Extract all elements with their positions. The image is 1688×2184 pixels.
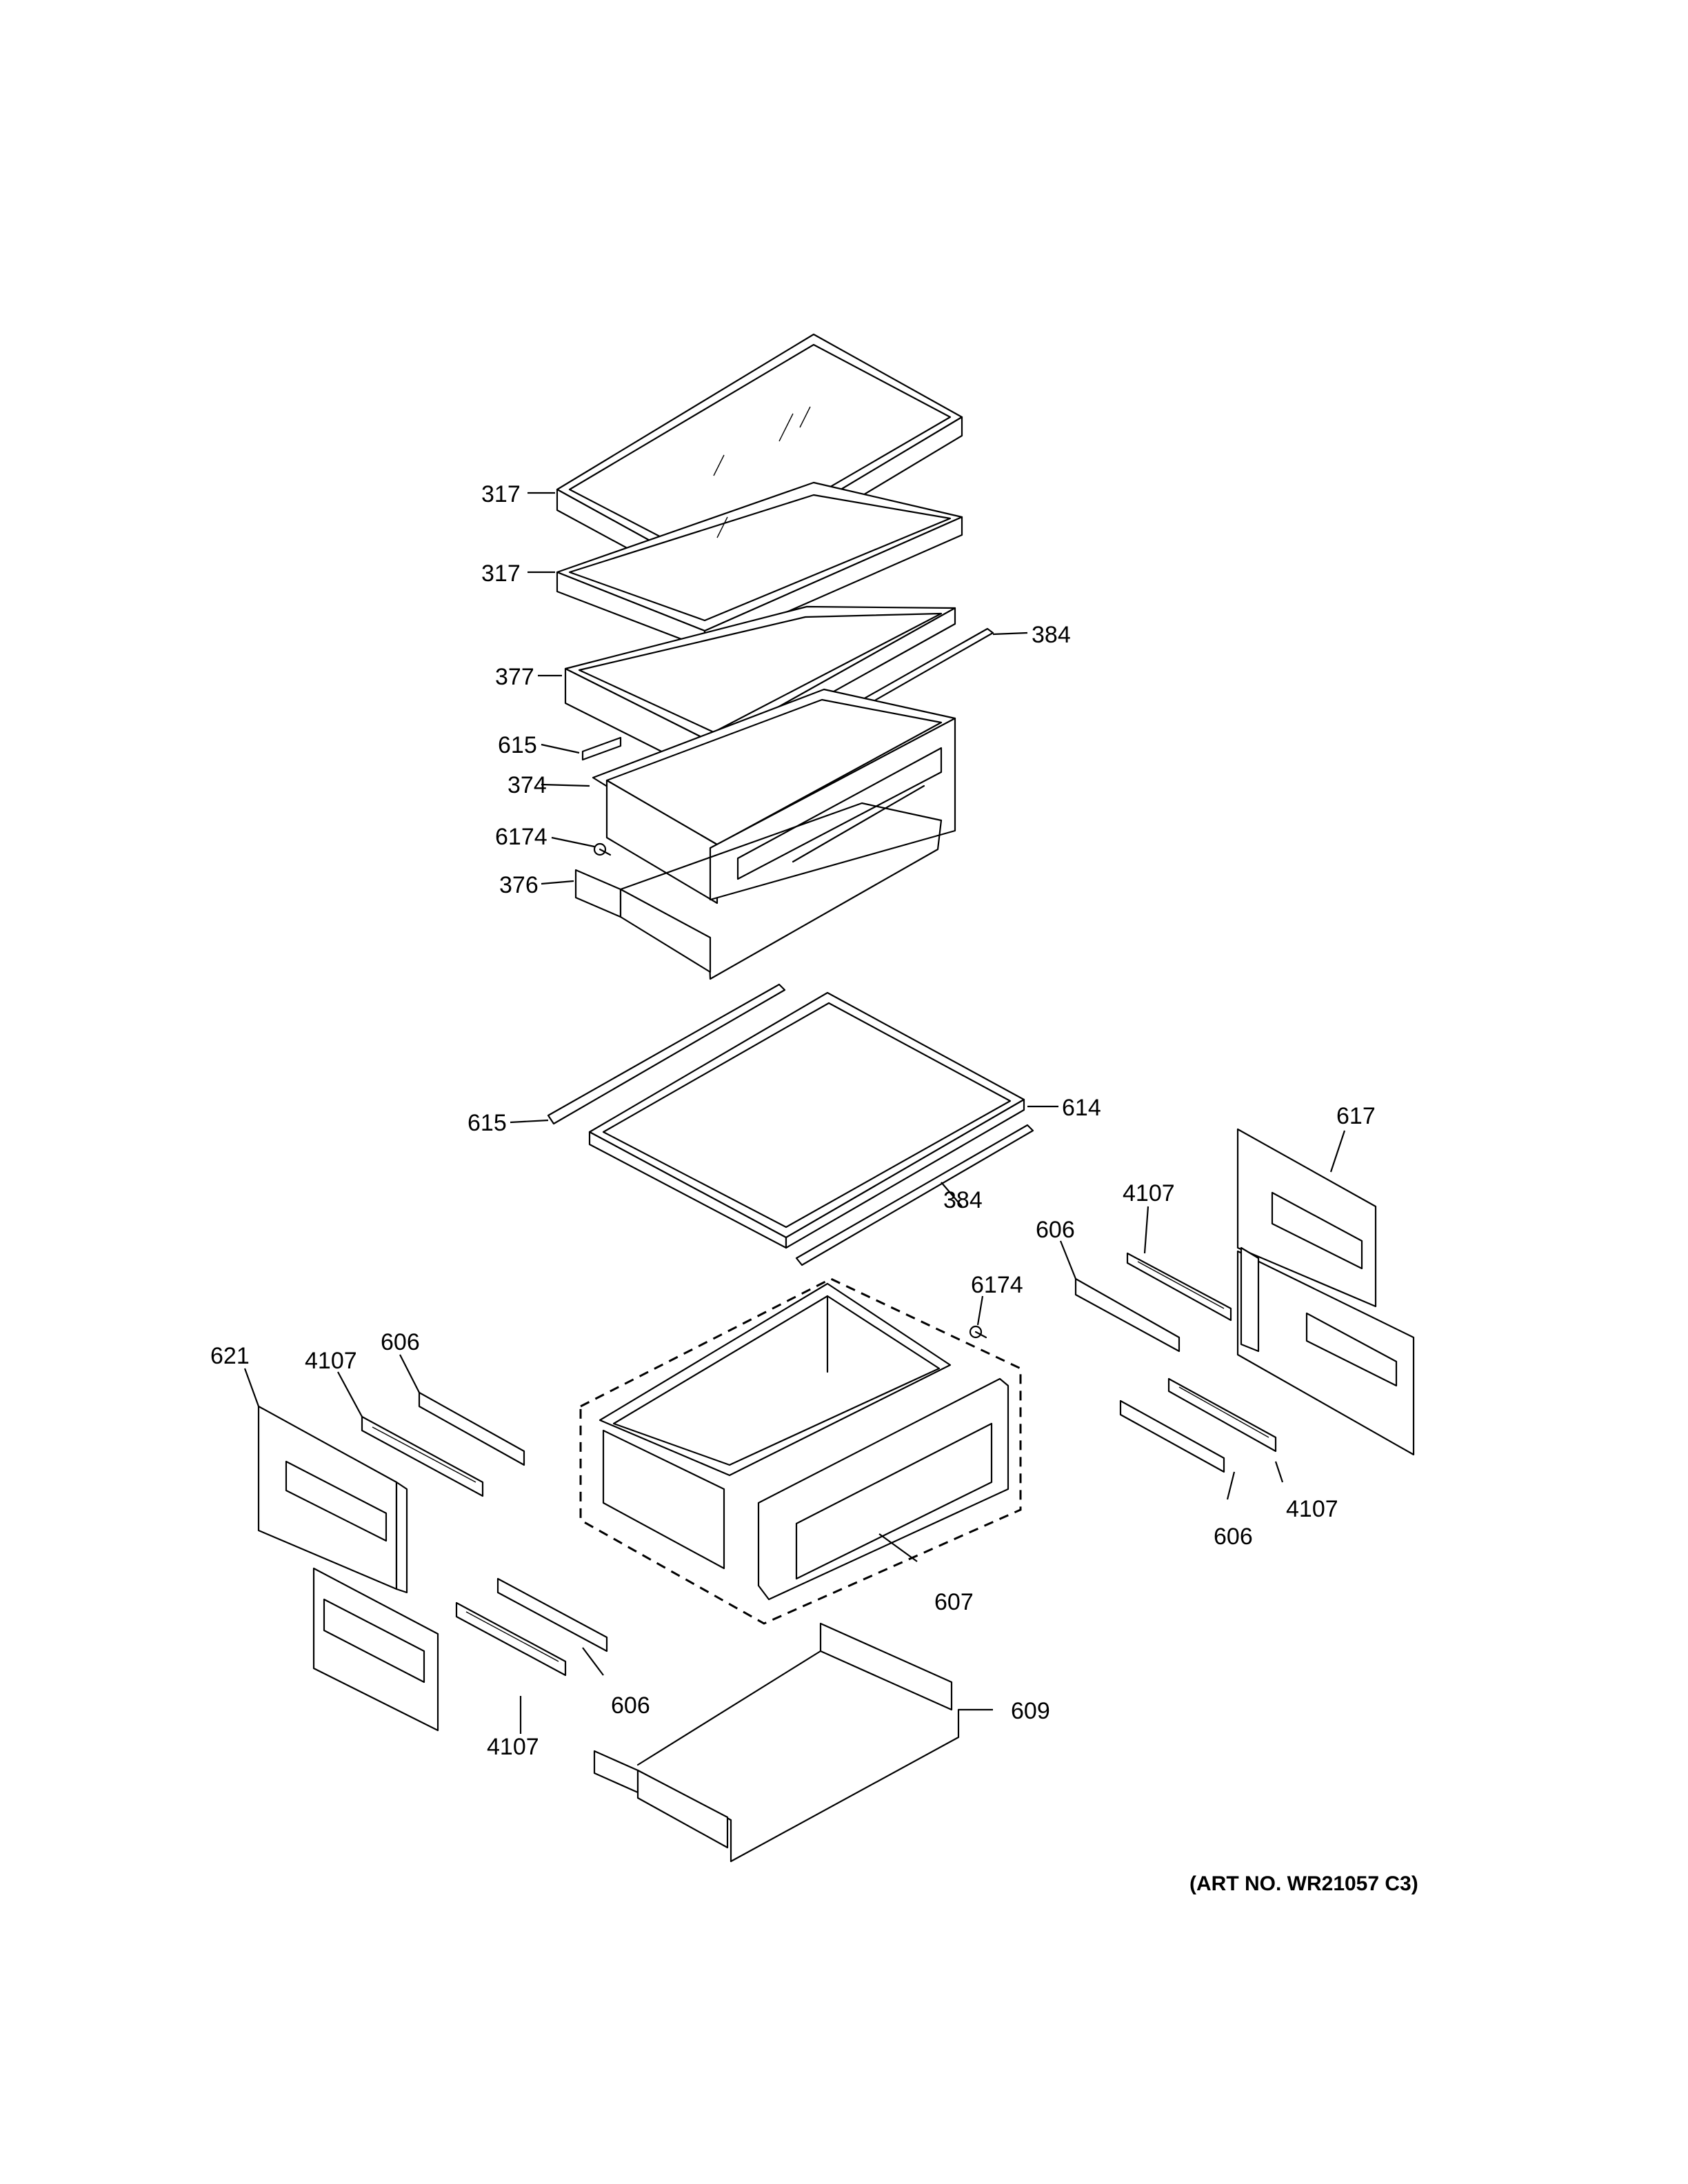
callout-374: 374	[508, 772, 547, 798]
callout-615b: 615	[468, 1110, 507, 1136]
part-6174-lower-screw	[969, 1325, 987, 1339]
callout-617: 617	[1336, 1103, 1376, 1129]
part-384-lower-rail	[795, 1124, 1034, 1266]
part-374-crisper-drawer	[592, 688, 956, 904]
part-615-side-rail	[547, 983, 786, 1125]
part-4107-left-lower-slide	[455, 1601, 567, 1677]
part-606-left-lower-rail	[496, 1577, 608, 1652]
callout-4107b: 4107	[305, 1348, 357, 1374]
callout-4107a: 4107	[1123, 1180, 1175, 1206]
callout-614: 614	[1062, 1095, 1101, 1121]
art-number: (ART NO. WR21057 C3)	[1189, 1872, 1418, 1895]
part-614-glass-shelf	[588, 991, 1025, 1249]
callout-607: 607	[934, 1589, 974, 1615]
callout-621: 621	[210, 1343, 250, 1369]
part-4107-right-upper-slide	[1126, 1252, 1232, 1322]
callout-615a: 615	[498, 732, 537, 758]
part-6174-upper-screw	[593, 842, 612, 856]
callout-609: 609	[1011, 1698, 1050, 1724]
part-376-drawer-frame	[574, 802, 943, 980]
part-317-lower-shelf	[556, 481, 963, 649]
callout-606c: 606	[1214, 1524, 1253, 1550]
callout-4107c: 4107	[1286, 1496, 1338, 1522]
callout-606b: 606	[381, 1329, 420, 1355]
callout-377: 377	[495, 664, 534, 690]
part-607-crisper-assembly	[579, 1277, 1022, 1625]
callout-4107d: 4107	[487, 1734, 539, 1760]
callout-317a: 317	[481, 481, 521, 507]
part-606-right-lower-rail	[1119, 1399, 1225, 1473]
part-621-left-panel	[257, 1405, 439, 1732]
part-609-lower-drawer-frame	[593, 1622, 960, 1863]
part-615-upper-bracket	[581, 736, 622, 761]
callout-376: 376	[499, 872, 539, 898]
part-617-right-panel	[1236, 1128, 1415, 1456]
callout-6174a: 6174	[495, 824, 547, 850]
callout-606a: 606	[1036, 1217, 1075, 1243]
callout-317b: 317	[481, 560, 521, 587]
callout-labels: 317 317 384 377 615 374 6174 376 615 614…	[210, 481, 1376, 1760]
part-606-right-upper-rail	[1074, 1277, 1180, 1353]
part-606-left-upper-rail	[418, 1391, 525, 1466]
callout-6174b: 6174	[971, 1272, 1023, 1298]
part-4107-left-upper-slide	[361, 1415, 484, 1497]
leader-lines	[243, 492, 1346, 1734]
callout-606d: 606	[611, 1692, 650, 1719]
callout-384a: 384	[1032, 622, 1071, 648]
part-4107-right-lower-slide	[1167, 1377, 1277, 1453]
callout-384b: 384	[943, 1187, 983, 1213]
